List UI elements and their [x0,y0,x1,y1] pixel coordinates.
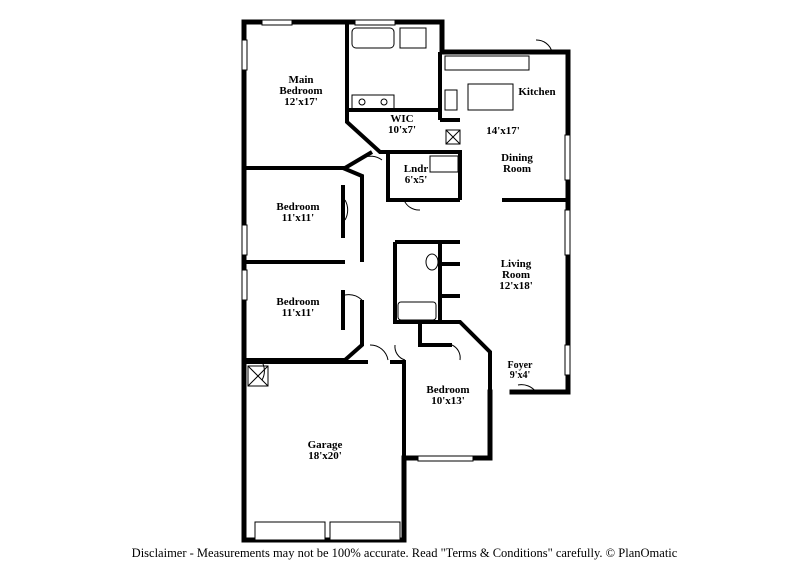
dining-room-label: Dining Room [492,153,542,175]
room-name: Kitchen [518,86,556,98]
doors [261,39,553,393]
kitchen-island-icon [467,83,514,111]
room-dimensions: 18'x20' [308,450,342,462]
foyer-label: Foyer 9'x4' [500,361,540,381]
room-name: WIC [390,113,414,125]
exterior-walls [241,19,571,543]
kitchen-label: Kitchen [512,87,562,98]
water-heater-icon [247,365,269,387]
garage-label: Garage 18'x20' [295,440,355,462]
room-name: Foyer [507,360,533,371]
washer-dryer-icon [429,155,459,173]
laundry-label: Lndr 6'x5' [396,164,436,186]
room-dimensions: 12'x18' [499,280,533,292]
room-dimensions: 11'x11' [281,307,315,319]
toilet-icon [425,253,439,271]
wic-label: WIC 10'x7' [372,114,432,136]
bedroom-2-label: Bedroom 11'x11' [268,202,328,224]
room-dimensions: 14'x17' [486,125,520,137]
room-name: Lndr [403,163,429,175]
room-dimensions: 10'x7' [387,124,417,136]
room-name: Bedroom [276,296,320,308]
double-vanity-icon [351,94,395,110]
room-dimensions: 10'x13' [431,395,465,407]
room-name: Dining Room [501,152,533,175]
disclaimer-text: Disclaimer - Measurements may not be 100… [131,546,678,560]
room-dimensions: 11'x11' [281,212,315,224]
kitchen-counter-icon [444,55,530,71]
room-dimensions: 12'x17' [284,96,318,108]
windows [241,19,571,541]
living-room-label: Living Room 12'x18' [486,259,546,292]
room-dimensions: 9'x4' [509,370,531,381]
stove-icon [444,89,458,111]
interior-walls [244,22,568,458]
room-name: Bedroom [426,384,470,396]
kitchen-dimensions-label: 14'x17' [478,126,528,137]
room-name: Bedroom [276,201,320,213]
fixtures [247,27,530,387]
room-name: Living Room [500,258,532,281]
shower-icon [399,27,427,49]
room-dimensions: 6'x5' [404,174,428,186]
bedroom-4-label: Bedroom 10'x13' [418,385,478,407]
room-name: Garage [307,439,343,451]
bedroom-3-label: Bedroom 11'x11' [268,297,328,319]
bathtub-icon [351,27,395,49]
pantry-icon [445,129,461,145]
tub-icon-hall [397,301,437,321]
main-bedroom-label: Main Bedroom 12'x17' [272,75,330,108]
room-name: Main Bedroom [279,74,323,97]
